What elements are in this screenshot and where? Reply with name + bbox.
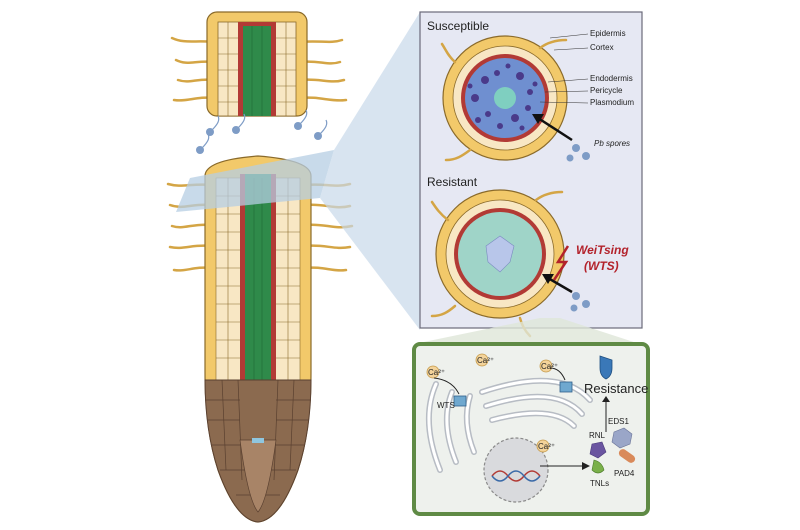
resistant-title: Resistant (427, 175, 478, 189)
root-hairs-susceptible (440, 38, 568, 162)
gene-name-label: WeiTsing (576, 243, 629, 257)
stele-lines-upper (251, 26, 263, 116)
cross-section-plane (176, 150, 334, 212)
wts-channel-icon (433, 367, 573, 407)
label-pericycle: Pericycle (590, 86, 623, 95)
zoom-connector (414, 318, 640, 344)
label-pb-spores: Pb spores (594, 139, 630, 148)
eds1-label: EDS1 (608, 417, 629, 426)
vascular-bundle-resistant (485, 235, 515, 273)
susceptible-title: Susceptible (427, 19, 489, 33)
shield-icon (599, 355, 613, 380)
stele-upper (243, 26, 271, 116)
label-leaders (539, 33, 589, 104)
calcium-ions: Ca²⁺ Ca²⁺ Ca²⁺ Ca²⁺ (426, 353, 558, 453)
label-epidermis: Epidermis (590, 29, 626, 38)
transcription-arrowhead (582, 462, 590, 470)
upper-root-segment (170, 11, 348, 117)
ion-label-3: Ca²⁺ (541, 362, 558, 371)
label-cortex: Cortex (590, 43, 614, 52)
resistance-label: Resistance (584, 381, 648, 396)
blocked-entry-arrow (547, 276, 573, 294)
nucleus (483, 437, 549, 503)
pad4-label: PAD4 (614, 469, 635, 478)
pb-spore-icons (566, 144, 590, 162)
signal-arrowhead (602, 396, 610, 402)
lightning-icon (552, 245, 570, 281)
tnls-label: TNLs (590, 479, 609, 488)
ion-label-1: Ca²⁺ (428, 368, 445, 377)
er-membranes-inner (427, 379, 592, 472)
gene-abbr-label: (WTS) (584, 259, 619, 273)
susceptible-cross-section (440, 35, 590, 162)
blocked-entry-arrowhead (542, 274, 554, 284)
vascular-core-susceptible (494, 87, 516, 109)
ion-label-4: Ca²⁺ (538, 442, 555, 451)
cell-lines-main (216, 178, 300, 380)
label-endodermis: Endodermis (590, 74, 633, 83)
zoom-projection (320, 12, 420, 330)
plasmodium-clusters (467, 63, 538, 131)
label-plasmodium: Plasmodium (590, 98, 634, 107)
pad4-icon (618, 449, 636, 463)
eds1-icon (611, 427, 633, 449)
wts-label: WTS (437, 401, 455, 410)
spore-entry-arrowhead (532, 114, 544, 124)
ion-label-2: Ca²⁺ (477, 356, 494, 365)
spore-entry-arrow (537, 116, 573, 142)
dna-helix-icon (491, 470, 541, 482)
rnl-icon (589, 441, 607, 459)
resistant-cross-section (430, 189, 590, 338)
floating-spores (196, 109, 328, 154)
root-cap (239, 439, 277, 513)
resistant-spore-icons (570, 292, 590, 312)
cell-lines-upper (218, 22, 296, 116)
mechanism-panel (412, 342, 650, 516)
meristem-marker (252, 438, 264, 443)
rnl-label: RNL (589, 431, 606, 440)
main-root (166, 150, 354, 523)
tnls-icon (591, 459, 605, 474)
